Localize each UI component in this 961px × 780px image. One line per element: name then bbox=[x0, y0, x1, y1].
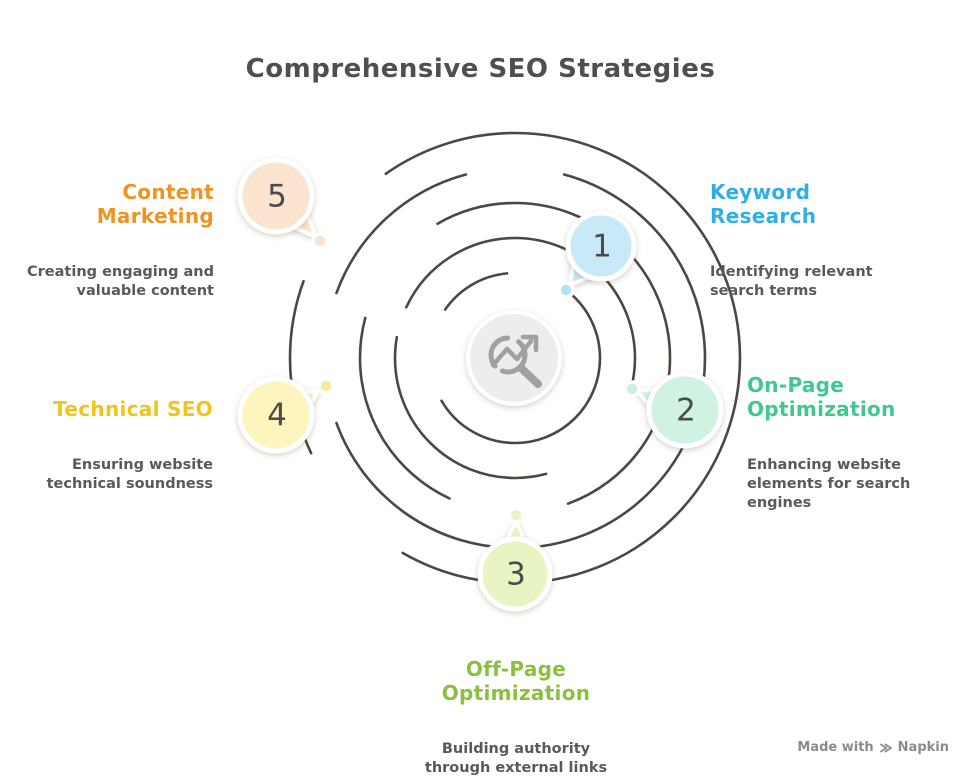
bubble-step-4 bbox=[237, 376, 315, 454]
step-block-technical-seo: Technical SEO Ensuring website technical… bbox=[47, 378, 213, 513]
center-hub bbox=[466, 310, 562, 406]
dot-step-2 bbox=[623, 380, 641, 398]
step-description: Ensuring website technical soundness bbox=[46, 457, 213, 492]
napkin-logo-icon bbox=[879, 743, 892, 752]
watermark-brand: Napkin bbox=[897, 740, 949, 755]
bubble-number-2: 2 bbox=[676, 392, 696, 429]
dot-step-3 bbox=[507, 506, 525, 524]
step-title: Off-Page Optimization bbox=[441, 657, 591, 705]
step-title: Keyword Research bbox=[710, 180, 817, 228]
step-description: Identifying relevant search terms bbox=[710, 264, 873, 299]
step-block-keyword-research: Keyword Research Identifying relevant se… bbox=[710, 161, 873, 320]
step-title: Content Marketing bbox=[96, 180, 214, 228]
dot-step-5 bbox=[311, 232, 329, 250]
step-description: Building authority through external link… bbox=[424, 741, 608, 776]
bubble-step-3 bbox=[477, 536, 553, 612]
spiral-ring-1 bbox=[428, 271, 602, 445]
spiral-dots bbox=[311, 232, 641, 524]
bubble-number-3: 3 bbox=[506, 556, 526, 593]
bubble-step-2 bbox=[646, 371, 724, 449]
spiral-ring-3 bbox=[358, 201, 672, 515]
bubble-step-1 bbox=[565, 210, 637, 282]
watermark[interactable]: Made with Napkin bbox=[797, 740, 949, 755]
dot-step-1 bbox=[557, 281, 575, 299]
step-title: Technical SEO bbox=[53, 397, 213, 421]
watermark-prefix: Made with bbox=[797, 740, 874, 755]
step-block-off-page-optimization: Off-Page Optimization Building authority… bbox=[425, 638, 607, 780]
bubble-number-5: 5 bbox=[267, 178, 287, 215]
step-block-content-marketing: Content Marketing Creating engaging and … bbox=[27, 161, 214, 320]
step-description: Creating engaging and valuable content bbox=[27, 264, 214, 299]
spiral-ring-2 bbox=[393, 236, 637, 480]
bubble-step-5 bbox=[237, 157, 315, 235]
page-title: Comprehensive SEO Strategies bbox=[245, 54, 716, 84]
step-description: Enhancing website elements for search en… bbox=[747, 457, 911, 511]
step-block-on-page-optimization: On-Page Optimization Enhancing website e… bbox=[747, 354, 910, 532]
search-trend-icon bbox=[488, 334, 542, 388]
bubble-number-1: 1 bbox=[592, 228, 612, 265]
step-title: On-Page Optimization bbox=[747, 373, 896, 421]
dot-step-4 bbox=[317, 377, 335, 395]
bubble-number-4: 4 bbox=[267, 397, 287, 434]
step-bubbles bbox=[237, 157, 724, 612]
